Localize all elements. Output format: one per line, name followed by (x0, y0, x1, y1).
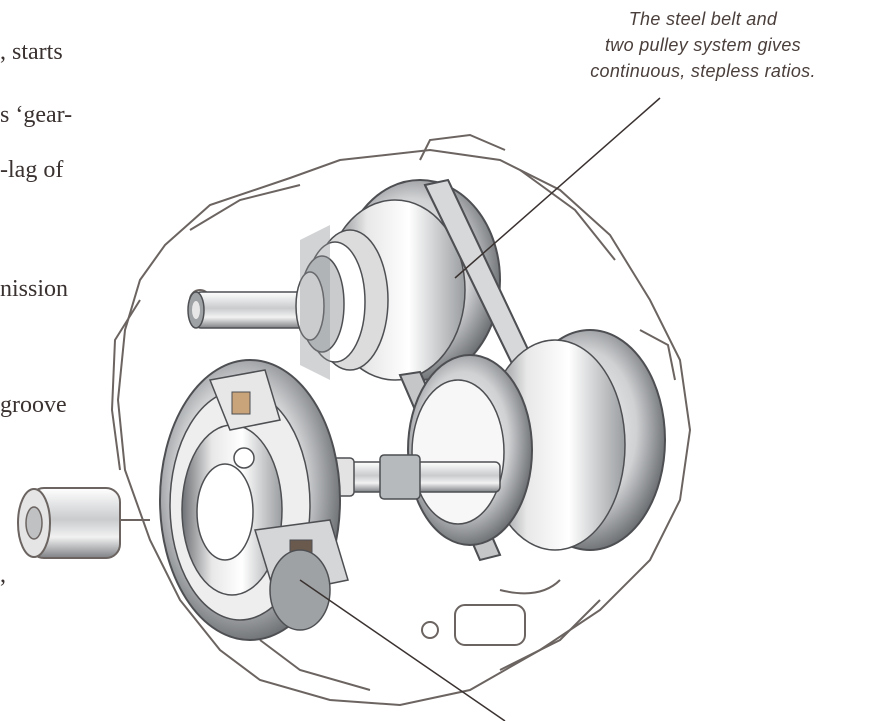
caption-line-3: continuous, stepless ratios. (590, 61, 816, 81)
callout-lines (299, 97, 661, 721)
text-fragment-1: , starts (0, 39, 63, 65)
clutch-leader-line (299, 579, 506, 721)
text-fragment-6: , (0, 562, 6, 588)
text-fragment-4: nission (0, 276, 69, 302)
text-fragment-5: groove (0, 392, 67, 418)
input-shaft (187, 291, 316, 329)
output-spline-stub (17, 487, 121, 559)
caption-leader-line (454, 97, 661, 279)
figure-caption: The steel belt and two pulley system giv… (538, 6, 868, 84)
text-fragment-2: s ‘gear- (0, 102, 73, 128)
centrifugal-clutch (159, 359, 349, 641)
text-fragment-3: -lag of (0, 157, 64, 183)
caption-line-1: The steel belt and (628, 9, 778, 29)
upper-pulley (295, 179, 501, 381)
lower-pulley (407, 329, 666, 551)
caption-line-2: two pulley system gives (605, 35, 801, 55)
